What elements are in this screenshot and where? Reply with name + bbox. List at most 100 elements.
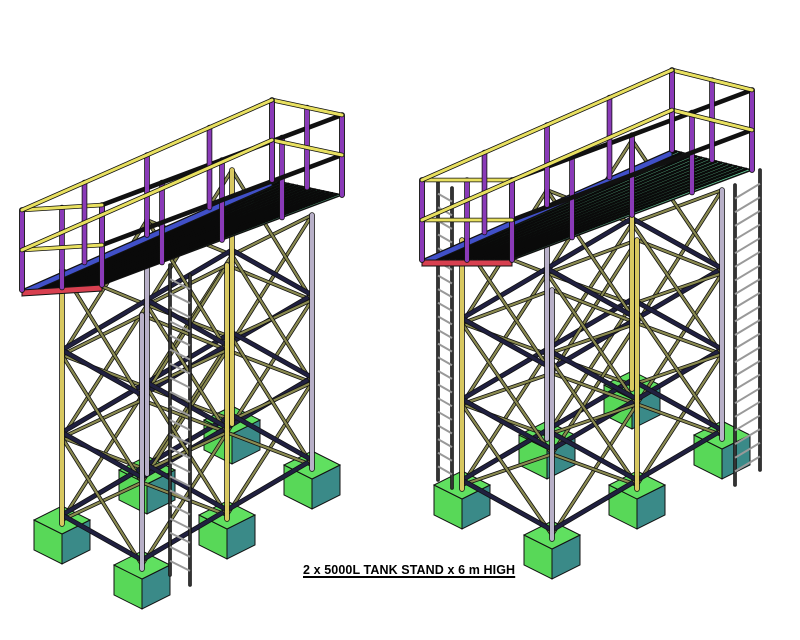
drawing-caption: 2 x 5000L TANK STAND x 6 m HIGH xyxy=(303,563,516,577)
ladder-rung xyxy=(169,362,191,375)
horizontal-beam xyxy=(460,397,554,451)
ladder-rung xyxy=(437,315,453,326)
horizontal-beam xyxy=(60,513,144,562)
ladder-rung xyxy=(437,274,453,285)
deck-slat xyxy=(483,162,728,262)
horizontal-beam xyxy=(630,216,724,271)
ladder-rung xyxy=(169,320,191,333)
ladder-rung xyxy=(169,475,191,488)
deck-edge-side xyxy=(21,284,103,297)
ladder-rung xyxy=(734,291,761,309)
handrail-top xyxy=(270,98,344,117)
cross-brace xyxy=(230,253,314,384)
cross-brace xyxy=(635,238,724,275)
handrail-mid xyxy=(100,153,344,247)
ladder-rung xyxy=(169,517,191,530)
ladder-rung xyxy=(169,433,191,445)
ladder-rung xyxy=(734,278,761,295)
deck-slat xyxy=(494,165,738,262)
ladder-rung xyxy=(734,441,761,459)
cross-brace xyxy=(545,353,639,487)
handrail-top xyxy=(670,68,754,92)
ladder-rung xyxy=(169,447,191,460)
ladder-rung xyxy=(734,223,761,241)
deck-slat xyxy=(477,161,723,262)
ladder-rung xyxy=(734,196,761,214)
deck-slat xyxy=(46,183,295,290)
horizontal-beam xyxy=(145,298,229,347)
cross-brace xyxy=(545,272,639,406)
ladder-rung xyxy=(734,305,761,323)
handrail-top xyxy=(20,98,274,212)
deck-slat xyxy=(86,190,330,288)
deck-slat xyxy=(96,192,339,287)
cross-brace xyxy=(145,386,229,517)
horizontal-beam xyxy=(60,348,144,397)
ladder-rung xyxy=(437,192,453,203)
ladder-rung xyxy=(169,334,191,347)
deck-slat xyxy=(455,156,703,262)
handrail-top xyxy=(20,203,104,212)
handrail-mid xyxy=(20,138,274,252)
ladder-rung xyxy=(437,301,453,312)
horizontal-beam xyxy=(145,380,229,430)
cross-brace xyxy=(460,322,554,456)
handrail-top xyxy=(420,68,674,182)
ladder-rung xyxy=(437,424,453,435)
cross-brace xyxy=(460,403,554,537)
ladder-rung xyxy=(734,428,761,445)
deck-slat xyxy=(505,167,748,262)
horizontal-beam xyxy=(460,478,554,532)
horizontal-beam xyxy=(140,508,229,562)
ladder-rung xyxy=(437,342,453,353)
ladder-rung xyxy=(437,410,453,421)
horizontal-beam xyxy=(60,430,144,480)
horizontal-beam xyxy=(545,266,639,321)
ladder-rung xyxy=(169,405,191,417)
ladder-rung xyxy=(169,545,191,558)
deck-slat xyxy=(56,185,304,290)
ladder-rung xyxy=(437,356,453,367)
ladder-rung xyxy=(734,373,761,391)
horizontal-beam xyxy=(60,298,149,352)
ladder-rung xyxy=(734,250,761,268)
deck-edge-side xyxy=(421,259,513,267)
ladder-rung xyxy=(437,329,453,339)
horizontal-beam xyxy=(545,428,639,482)
ladder-rung xyxy=(169,390,191,403)
left-tank-stand xyxy=(19,97,345,610)
right-tank-stand xyxy=(419,67,762,580)
deck-slat xyxy=(500,166,743,262)
ladder-rung xyxy=(169,376,191,389)
deck-slat xyxy=(41,182,291,290)
deck-slat xyxy=(66,187,312,289)
deck-slat xyxy=(466,158,713,262)
ladder-rung xyxy=(734,346,761,364)
deck-slat xyxy=(460,157,708,262)
ladder-rung xyxy=(734,319,761,336)
horizontal-beam xyxy=(230,248,314,297)
cross-brace xyxy=(630,222,724,356)
ladder-rung xyxy=(734,237,761,255)
deck-slat xyxy=(443,153,693,262)
cross-brace xyxy=(550,372,639,406)
horizontal-beam xyxy=(230,413,314,462)
cross-brace xyxy=(60,353,144,484)
horizontal-beam xyxy=(630,378,724,432)
ladder-rung xyxy=(437,233,453,244)
deck-slat xyxy=(51,184,299,290)
ladder-rung xyxy=(169,348,191,361)
ladder-rung xyxy=(169,531,191,544)
ladder-rung xyxy=(437,370,453,380)
horizontal-beam xyxy=(460,266,549,321)
ladder-rung xyxy=(734,414,761,432)
ladder-rung xyxy=(437,288,453,298)
ladder-rung xyxy=(734,360,761,377)
ladder-rung xyxy=(169,560,191,572)
ladder-rung xyxy=(437,451,453,462)
ladder-rung xyxy=(169,278,191,290)
deck-slat xyxy=(91,191,334,287)
ladder-rung xyxy=(437,438,453,448)
ladder-rung xyxy=(734,455,761,473)
horizontal-beam xyxy=(550,478,639,532)
